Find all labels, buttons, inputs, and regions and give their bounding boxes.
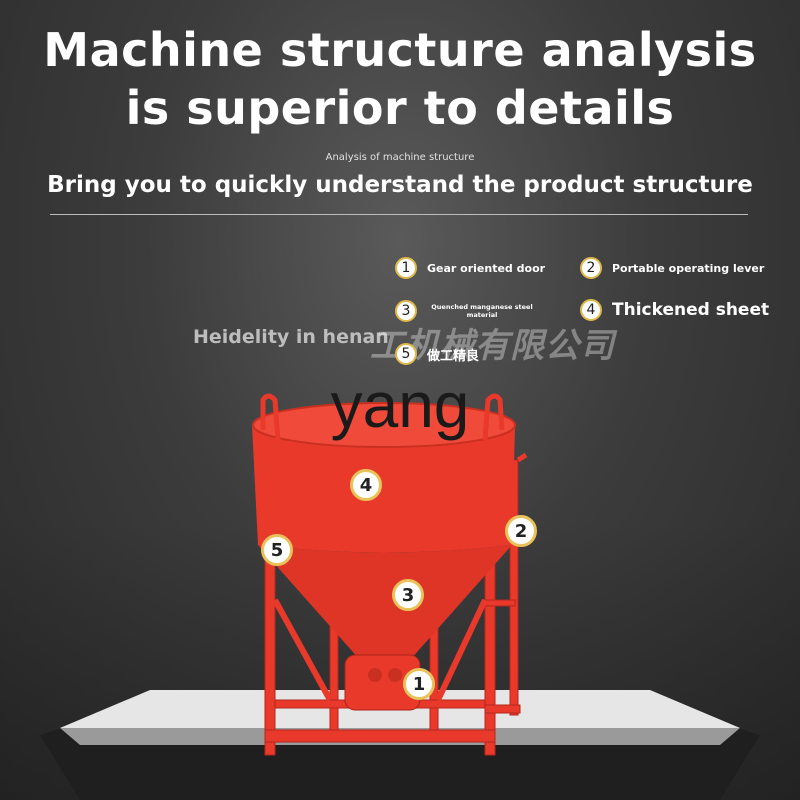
gear-left: [368, 668, 382, 682]
legend-number-2: 2: [580, 257, 602, 279]
brace-right: [435, 598, 488, 702]
legend-number-5: 5: [395, 343, 417, 365]
legend-number-3: 3: [395, 300, 417, 322]
subtitle: Bring you to quickly understand the prod…: [47, 172, 753, 198]
gear-right: [388, 668, 402, 682]
bucket-cone: [258, 545, 512, 660]
marker-3: 3: [392, 579, 424, 611]
legend-label-1: Gear oriented door: [427, 261, 546, 275]
legend-label-3: Quenched manganese steel material: [431, 303, 533, 319]
legend-item-5: 5 做工精良: [395, 343, 479, 365]
legend-item-2: 2 Portable operating lever: [580, 257, 764, 279]
legend-label-2: Portable operating lever: [612, 261, 765, 275]
handle-left: [260, 393, 281, 441]
marker-4: 4: [350, 469, 382, 501]
headline-line-1: Machine structure analysis: [43, 23, 757, 77]
legend-item-4: 4 Thickened sheet: [580, 299, 769, 321]
headline-line-2: is superior to details: [125, 81, 675, 135]
bucket-cylinder: [252, 410, 515, 553]
marker-2: 2: [505, 515, 537, 547]
legend-number-1: 1: [395, 257, 417, 279]
legend-item-1: 1 Gear oriented door: [395, 257, 545, 279]
handle-right: [482, 393, 505, 441]
watermark-overlay: yang: [330, 369, 470, 441]
bucket-rim: [252, 402, 516, 448]
marker-1: 1: [403, 668, 435, 700]
brace-left: [272, 598, 333, 702]
legend-number-4: 4: [580, 299, 602, 321]
legend-label-5: 做工精良: [427, 348, 480, 364]
divider: [50, 214, 748, 215]
watermark-text: Heidelity in henan: [193, 326, 389, 348]
small-caption: Analysis of machine structure: [325, 152, 475, 163]
operating-lever: [516, 452, 528, 463]
legend-item-3: 3 Quenched manganese steel material: [395, 300, 537, 322]
legend-label-4: Thickened sheet: [612, 300, 770, 320]
marker-5: 5: [261, 534, 293, 566]
